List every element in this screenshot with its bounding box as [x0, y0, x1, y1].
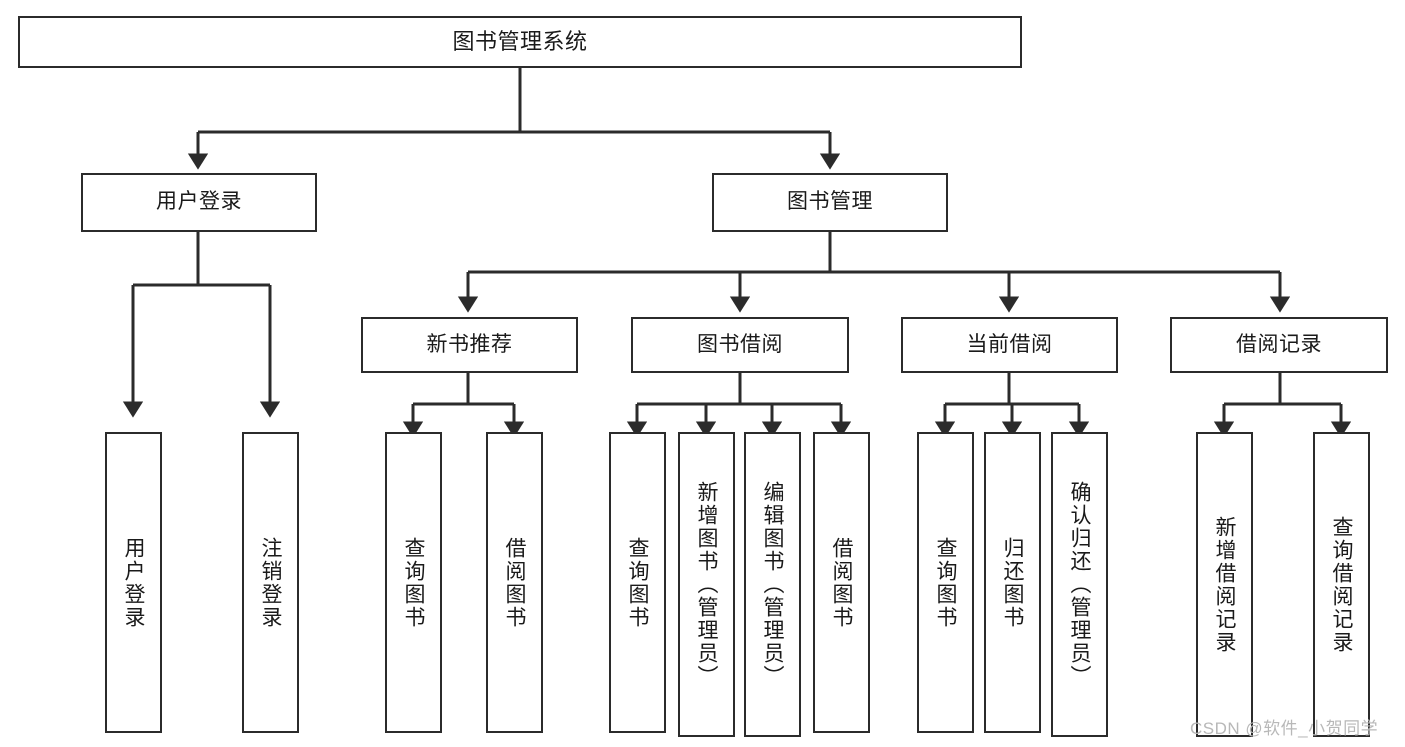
node-label: 编辑图书（管理员）: [761, 481, 784, 688]
node-label: 图书管理系统: [452, 29, 588, 55]
node-root-book-management-system[interactable]: 图书管理系统: [18, 16, 1022, 68]
node-label: 图书借阅: [697, 332, 783, 356]
node-label: 借阅图书: [830, 536, 853, 629]
leaf-book-borrow-query-book[interactable]: 查询图书: [609, 432, 666, 733]
leaf-book-borrow-add-book-admin[interactable]: 新增图书（管理员）: [678, 432, 735, 737]
node-label: 图书管理: [787, 190, 873, 214]
node-label: 注销登录: [259, 536, 282, 629]
leaf-borrow-record-query-record[interactable]: 查询借阅记录: [1313, 432, 1370, 737]
leaf-new-book-borrow-book[interactable]: 借阅图书: [486, 432, 543, 733]
leaf-borrow-record-add-record[interactable]: 新增借阅记录: [1196, 432, 1253, 737]
node-label: 确认归还（管理员）: [1068, 481, 1091, 688]
node-label: 新增图书（管理员）: [695, 481, 718, 688]
leaf-current-borrow-query-book[interactable]: 查询图书: [917, 432, 974, 733]
node-new-book-recommend[interactable]: 新书推荐: [361, 317, 578, 373]
node-label: 借阅记录: [1236, 332, 1322, 356]
node-label: 查询图书: [934, 536, 957, 629]
node-label: 新增借阅记录: [1213, 515, 1236, 654]
node-label: 用户登录: [156, 190, 242, 214]
node-label: 当前借阅: [966, 332, 1053, 356]
leaf-new-book-query-book[interactable]: 查询图书: [385, 432, 442, 733]
node-label: 查询图书: [402, 536, 425, 629]
node-label: 查询图书: [626, 536, 649, 629]
node-borrow-record[interactable]: 借阅记录: [1170, 317, 1388, 373]
watermark-text: CSDN @软件_小贺同学: [1190, 719, 1379, 738]
node-label: 查询借阅记录: [1330, 515, 1353, 654]
leaf-book-borrow-borrow-book[interactable]: 借阅图书: [813, 432, 870, 733]
leaf-current-borrow-confirm-return-admin[interactable]: 确认归还（管理员）: [1051, 432, 1108, 737]
node-label: 归还图书: [1001, 536, 1024, 629]
node-label: 新书推荐: [426, 332, 513, 356]
node-current-borrow[interactable]: 当前借阅: [901, 317, 1118, 373]
leaf-user-login-logout[interactable]: 注销登录: [242, 432, 299, 733]
node-label: 用户登录: [122, 536, 145, 629]
node-book-management[interactable]: 图书管理: [712, 173, 948, 232]
node-user-login[interactable]: 用户登录: [81, 173, 317, 232]
leaf-current-borrow-return-book[interactable]: 归还图书: [984, 432, 1041, 733]
node-label: 借阅图书: [503, 536, 526, 629]
leaf-user-login-login[interactable]: 用户登录: [105, 432, 162, 733]
node-book-borrow[interactable]: 图书借阅: [631, 317, 849, 373]
leaf-book-borrow-edit-book-admin[interactable]: 编辑图书（管理员）: [744, 432, 801, 737]
